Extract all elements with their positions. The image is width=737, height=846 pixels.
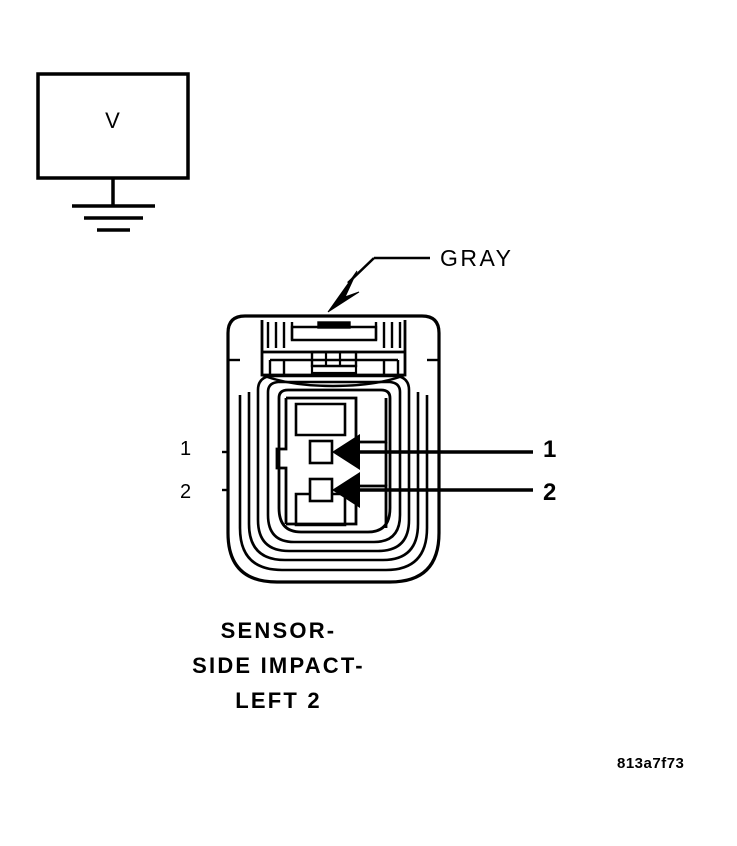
wire-color-label: GRAY bbox=[440, 245, 514, 271]
latch-shoulder-curve bbox=[261, 373, 406, 388]
pin-callout-arrows bbox=[332, 434, 533, 508]
caption-line-2: SIDE IMPACT- bbox=[192, 653, 365, 678]
pin-number-left-2: 2 bbox=[180, 481, 192, 503]
connector-outer-shell-top bbox=[226, 314, 441, 420]
latch-frame bbox=[260, 320, 407, 377]
connector-outer-skirt bbox=[226, 420, 441, 584]
terminal-cavity-2 bbox=[308, 477, 334, 503]
caption-line-1: SENSOR- bbox=[220, 618, 337, 643]
connector-latch-detail bbox=[260, 320, 407, 388]
voltmeter-box bbox=[36, 72, 190, 180]
connector-skirt-ring-3 bbox=[247, 392, 420, 562]
pin-number-left-1: 1 bbox=[180, 438, 192, 460]
pin-2-arrowhead bbox=[332, 472, 360, 508]
gray-wire-leader bbox=[327, 256, 430, 313]
pin-1-arrowhead bbox=[332, 434, 360, 470]
latch-top-bar bbox=[317, 321, 351, 329]
voltmeter-label: V bbox=[105, 108, 121, 133]
connector-body bbox=[226, 314, 441, 584]
latch-center-tab bbox=[290, 325, 378, 342]
latch-center-lowbar bbox=[310, 364, 358, 375]
caption-line-3: LEFT 2 bbox=[235, 688, 322, 713]
cavity-notch-upper bbox=[294, 402, 347, 437]
connector-inner-ring-2 bbox=[266, 380, 402, 544]
gray-arrowhead bbox=[327, 270, 360, 313]
connector-skirt-ring-2 bbox=[238, 395, 429, 572]
left-pin-ticks bbox=[222, 450, 228, 492]
cavity-left-wall-with-key bbox=[275, 398, 288, 524]
figure-id-label: 813a7f73 bbox=[617, 755, 685, 772]
pin-number-right-2: 2 bbox=[543, 479, 557, 506]
connector-cavity-opening bbox=[277, 388, 392, 534]
terminal-cavity-1 bbox=[308, 439, 334, 465]
voltmeter-symbol bbox=[36, 72, 190, 232]
pin-number-right-1: 1 bbox=[543, 436, 557, 463]
